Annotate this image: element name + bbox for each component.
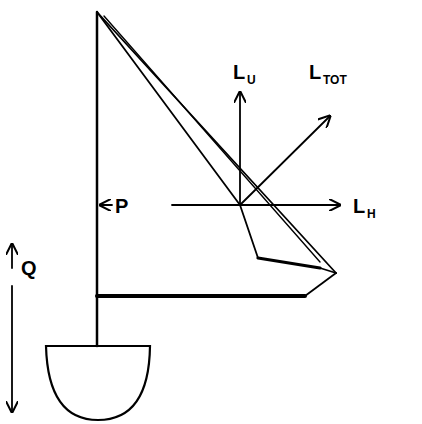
force-lu-arrow bbox=[239, 92, 241, 205]
force-subscript: U bbox=[246, 74, 257, 86]
clew-line bbox=[320, 268, 336, 273]
force-symbol: L bbox=[308, 62, 322, 82]
force-subscript: TOT bbox=[322, 74, 348, 86]
force-lh-arrow bbox=[172, 204, 340, 206]
force-subscript: H bbox=[366, 208, 377, 220]
force-p-arrow bbox=[100, 204, 112, 206]
sail-fold bbox=[240, 205, 258, 258]
force-ltot-arrow bbox=[240, 116, 330, 205]
clew-line bbox=[305, 273, 336, 296]
hull bbox=[46, 346, 150, 420]
force-symbol: Q bbox=[20, 258, 38, 278]
boom bbox=[97, 294, 305, 298]
sail-edge bbox=[104, 16, 320, 262]
force-q-up-arrow bbox=[11, 244, 13, 268]
force-symbol: L bbox=[232, 62, 246, 82]
force-symbol: P bbox=[114, 196, 129, 216]
sail-foot bbox=[258, 258, 320, 268]
sail-fold bbox=[97, 12, 240, 205]
force-q-down-arrow bbox=[11, 286, 13, 412]
force-symbol: L bbox=[352, 196, 366, 216]
sail-leech bbox=[97, 12, 336, 273]
